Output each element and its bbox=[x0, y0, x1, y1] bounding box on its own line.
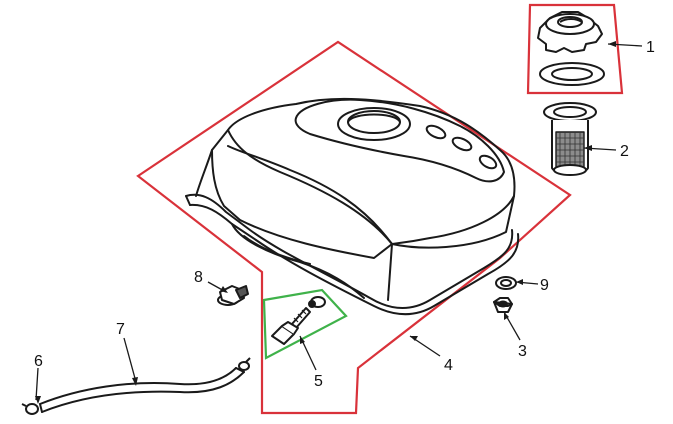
callout-1: 1 bbox=[646, 39, 655, 56]
callout-4: 4 bbox=[444, 357, 453, 374]
callout-3: 3 bbox=[518, 343, 527, 360]
callout-7: 7 bbox=[116, 321, 125, 338]
callout-9: 9 bbox=[540, 277, 549, 294]
cap-group-outline bbox=[526, 3, 624, 95]
flange-bolt-icon bbox=[217, 285, 249, 306]
nut-icon bbox=[493, 297, 513, 313]
callout-6: 6 bbox=[34, 353, 43, 370]
fuel-tank-icon bbox=[185, 97, 520, 316]
fuel-cap-icon bbox=[537, 11, 603, 53]
callout-2: 2 bbox=[620, 143, 629, 160]
drain-bolt-icon bbox=[271, 296, 326, 345]
gasket-ring-icon bbox=[539, 62, 605, 86]
strainer-icon bbox=[543, 102, 597, 176]
clip-icon bbox=[21, 357, 251, 415]
callout-5: 5 bbox=[314, 373, 323, 390]
callout-8: 8 bbox=[194, 269, 203, 286]
drain-group-outline bbox=[262, 288, 348, 360]
tank-group-outline bbox=[136, 40, 572, 415]
leader-arrowheads bbox=[35, 41, 616, 404]
leader-lines bbox=[35, 43, 643, 401]
hose-icon bbox=[39, 367, 245, 413]
leader-6 bbox=[35, 367, 39, 401]
leader-7 bbox=[123, 337, 137, 383]
washer-icon bbox=[495, 276, 517, 290]
